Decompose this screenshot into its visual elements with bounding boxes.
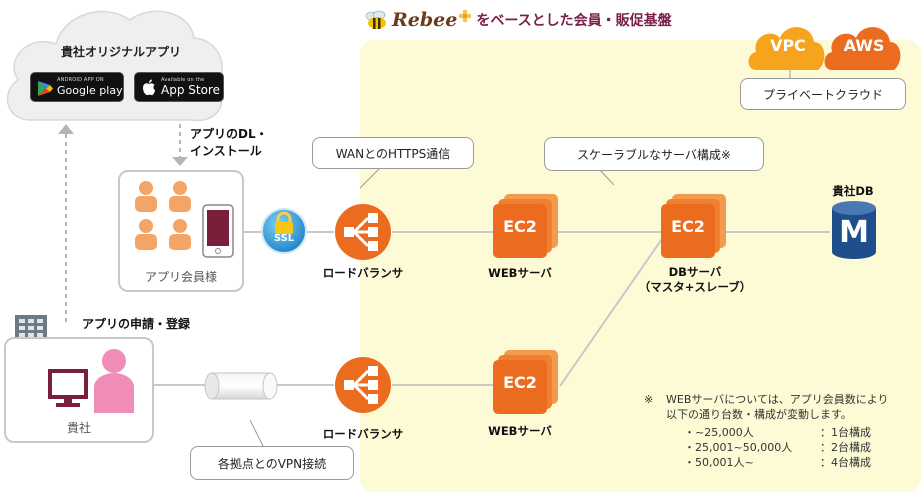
person-icon	[94, 349, 134, 413]
database-icon	[832, 201, 876, 259]
ssl-badge: SSL	[260, 207, 308, 255]
lb-bottom-label: ロードバランサ	[322, 427, 404, 441]
callout-scale: スケーラブルなサーバ構成※	[544, 137, 764, 171]
app-store-badge[interactable]: Available on the App Store	[134, 72, 224, 102]
footnote-line1: WEBサーバについては、アプリ会員数により	[666, 393, 889, 406]
db-server-label-line1: DBサーバ	[668, 265, 722, 279]
company-box: 貴社	[4, 337, 154, 443]
google-badge-small: ANDROID APP ON	[57, 77, 104, 83]
db-server-label: DBサーバ （マスタ+スレーブ）	[630, 265, 760, 295]
ssl-label: SSL	[273, 233, 295, 244]
members-box: アプリ会員様	[118, 170, 244, 292]
header-title: をベースとした会員・販促基盤	[476, 13, 672, 29]
load-balancer-top-icon	[335, 204, 391, 260]
bee-icon	[365, 10, 386, 29]
footnote-range: ・~25,000人	[684, 426, 754, 439]
apple-badge-text: App Store	[161, 83, 220, 97]
aws-cloud-icon	[824, 27, 901, 70]
ssl-lock-icon	[261, 208, 307, 254]
smartphone-icon	[202, 204, 234, 258]
callout-vpn: 各拠点とのVPN接続	[190, 446, 354, 480]
cloud-title: 貴社オリジナルアプリ	[60, 45, 181, 59]
web-top-label: WEBサーバ	[488, 266, 552, 280]
scale-pointer	[599, 169, 615, 186]
members-people-icon	[135, 181, 191, 250]
vpn-pointer	[249, 419, 265, 449]
download-label: アプリのDL・ インストール	[190, 126, 268, 160]
download-label-line1: アプリのDL・	[190, 127, 268, 141]
footnote-row: ・50,001人~ ：4台構成	[684, 455, 871, 470]
ec2-web-top-icon	[493, 194, 558, 258]
db-server-label-line2: （マスタ+スレーブ）	[638, 280, 752, 294]
google-play-badge[interactable]: ANDROID APP ON Google play	[30, 72, 124, 102]
brand-name: Rebee	[392, 9, 458, 31]
google-play-icon	[38, 81, 53, 96]
footnote-config: ：2台構成	[820, 441, 871, 454]
apply-arrow-head	[58, 124, 74, 134]
footnote-row: ・25,001~50,000人 ：2台構成	[684, 440, 871, 455]
ec2-web-bottom-label: EC2	[503, 373, 537, 392]
ec2-web-bottom-icon	[493, 350, 558, 414]
ec2-db-icon	[661, 194, 726, 258]
vpc-cloud-icon	[748, 27, 825, 70]
footnote-mark: ※	[644, 393, 654, 406]
footnote: ※ WEBサーバについては、アプリ会員数により 以下の通り台数・構成が変動します。	[644, 392, 889, 422]
aws-label: AWS	[843, 36, 885, 55]
footnote-range: ・25,001~50,000人	[684, 441, 793, 454]
members-label: アプリ会員様	[144, 270, 217, 284]
load-balancer-bottom-icon	[335, 357, 391, 413]
header: Rebee をベースとした会員・販促基盤	[364, 8, 672, 32]
google-badge-text: Google play	[57, 84, 123, 97]
lb-top-label: ロードバランサ	[322, 266, 404, 280]
footnote-table: ・~25,000人 ：1台構成 ・25,001~50,000人 ：2台構成 ・5…	[684, 425, 871, 470]
vpc-label: VPC	[770, 36, 806, 55]
cloud-shape	[6, 10, 223, 122]
wan-pointer	[359, 167, 381, 189]
db-store-label: 貴社DB	[832, 184, 874, 198]
footnote-config: ：4台構成	[820, 456, 871, 469]
flower-icon	[459, 9, 472, 23]
apple-icon	[143, 79, 155, 96]
ec2-web-top-label: EC2	[503, 217, 537, 236]
footnote-range: ・50,001人~	[684, 456, 754, 469]
cloud-badges	[748, 27, 901, 70]
callout-wan: WANとのHTTPS通信	[312, 137, 474, 169]
callout-private-cloud: プライベートクラウド	[740, 78, 906, 110]
footnote-config: ：1台構成	[820, 426, 871, 439]
apple-badge-small: Available on the	[161, 77, 205, 83]
download-label-line2: インストール	[190, 144, 262, 158]
footnote-row: ・~25,000人 ：1台構成	[684, 425, 871, 440]
web2-db-line	[559, 235, 665, 387]
download-arrow-head	[172, 157, 188, 166]
web-bottom-label: WEBサーバ	[488, 424, 552, 438]
db-store-letter: M	[839, 215, 869, 250]
company-label: 貴社	[66, 421, 91, 435]
aws-region-background	[360, 40, 921, 492]
vpn-tunnel-icon	[204, 372, 278, 400]
footnote-line2: 以下の通り台数・構成が変動します。	[666, 408, 852, 421]
ec2-db-label: EC2	[671, 217, 705, 236]
computer-icon	[48, 369, 88, 407]
apply-label: アプリの申請・登録	[82, 317, 191, 331]
